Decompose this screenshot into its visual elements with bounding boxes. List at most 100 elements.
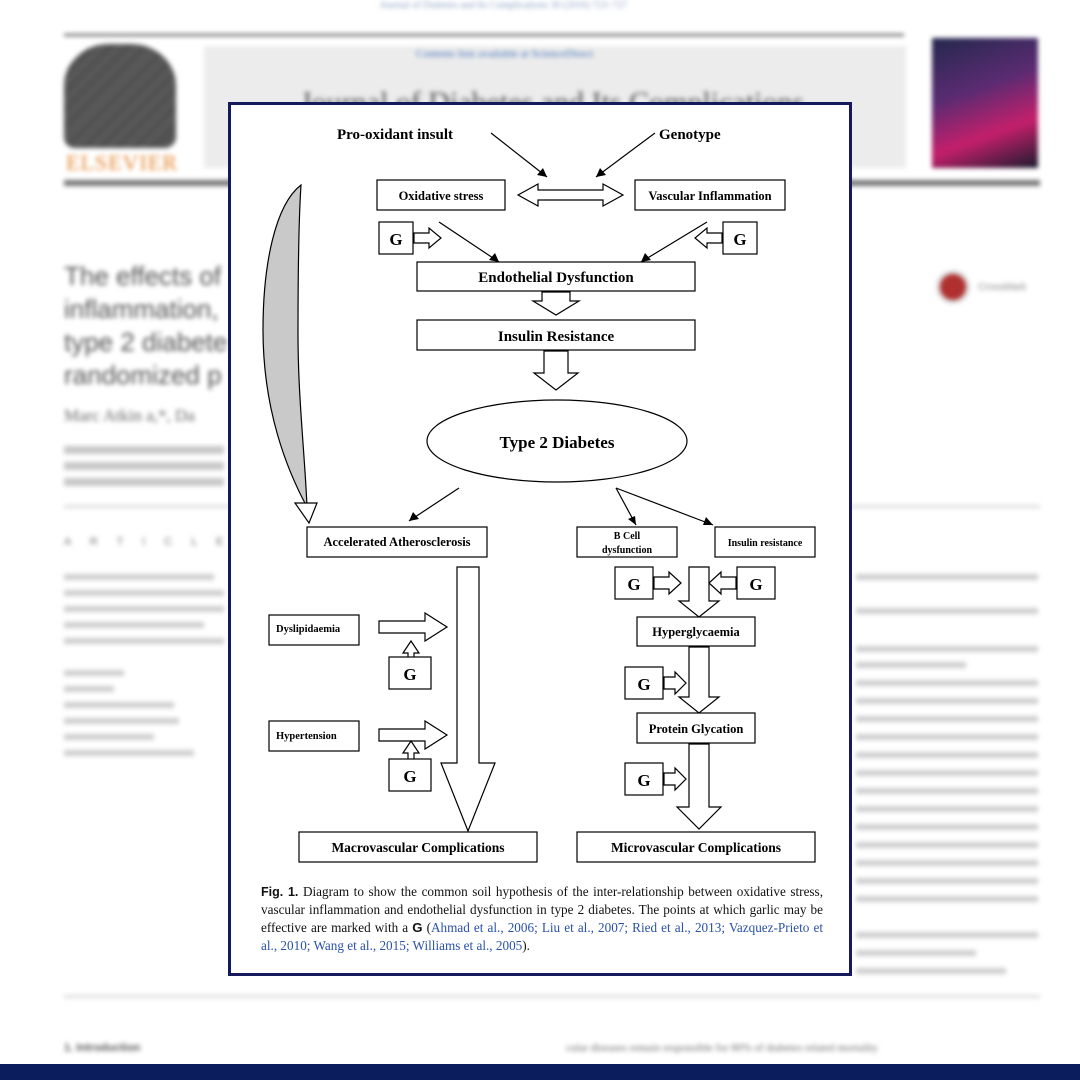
right-arrow [378, 611, 449, 643]
abstract-line [856, 752, 1038, 758]
article-history-line [64, 590, 224, 596]
keyword-line [64, 734, 154, 740]
abstract-line [856, 860, 1038, 866]
abstract-line [856, 878, 1038, 884]
header-rule [64, 34, 904, 36]
accelerated-atherosclerosis-box [306, 526, 488, 558]
right-arrow [378, 719, 449, 751]
down-arrow [530, 291, 582, 316]
small-up-arrow [401, 739, 421, 761]
small-up-arrow [401, 639, 421, 659]
feedback-curve-arrow [262, 183, 308, 508]
garlic-marker: G [403, 665, 416, 684]
figure-panel: Pro-oxidant insult Genotype Oxidative st… [228, 102, 852, 976]
insulin-resistance-small-box [714, 526, 816, 558]
caption-citations-link[interactable]: Ahmad et al., 2006; Liu et al., 2007; Ri… [261, 920, 823, 953]
type2-diabetes-ellipse [426, 399, 688, 483]
affiliation-line [64, 478, 224, 486]
affiliation-line [64, 446, 224, 454]
oxidative-stress-label: Oxidative stress [399, 189, 484, 203]
title-line: The effects of [64, 261, 222, 291]
insulin-resistance-box [416, 319, 696, 351]
garlic-marker-box [624, 762, 664, 796]
article-history-line [64, 622, 204, 628]
bidirectional-arrow [516, 182, 625, 208]
abstract-line [856, 824, 1038, 830]
microvascular-box [576, 831, 816, 863]
abstract-line [856, 770, 1038, 776]
abstract-line [856, 932, 1038, 938]
bottom-bar [0, 1064, 1080, 1080]
sciencedirect-link[interactable]: ScienceDirect [531, 48, 594, 60]
hyperglycaemia-box [636, 616, 756, 647]
b-cell-dysfunction-box [576, 526, 678, 558]
abstract-line [856, 896, 1038, 902]
figure-label: Fig. 1. [261, 885, 299, 899]
keyword-line [64, 718, 179, 724]
keywords-line [64, 670, 124, 676]
crossmark-icon[interactable] [936, 270, 970, 304]
garlic-arrow [694, 226, 723, 250]
garlic-arrow [413, 226, 442, 250]
arrowhead [641, 253, 651, 262]
protein-glycation-box [636, 712, 756, 744]
garlic-arrow [708, 570, 737, 596]
down-arrow [532, 350, 580, 391]
garlic-marker: G [637, 771, 650, 790]
oxidative-stress-box [376, 179, 506, 211]
garlic-arrow [653, 570, 682, 596]
dyslipidaemia-box [268, 614, 360, 646]
garlic-marker: G [403, 767, 416, 786]
vascular-inflammation-box [634, 179, 786, 211]
garlic-arrow [663, 670, 687, 696]
endothelial-dysfunction-box [416, 261, 696, 292]
type2-diabetes-label: Type 2 Diabetes [500, 433, 615, 452]
publisher-name: ELSEVIER [66, 150, 178, 175]
keyword-line [64, 750, 194, 756]
garlic-marker-box [388, 758, 432, 792]
abstract-line [856, 698, 1038, 704]
garlic-marker-box [378, 221, 414, 255]
garlic-marker: G [627, 575, 640, 594]
b-cell-label-line2: dysfunction [602, 545, 652, 556]
abstract-line [856, 646, 1038, 652]
endothelial-dysfunction-label: Endothelial Dysfunction [478, 270, 634, 286]
caption-text: ( [422, 920, 431, 935]
arrowhead [628, 516, 636, 525]
abstract-line [856, 662, 966, 668]
garlic-marker-box [736, 566, 776, 600]
abstract-line [856, 788, 1038, 794]
hypertension-label: Hypertension [276, 731, 337, 742]
figure-caption: Fig. 1. Diagram to show the common soil … [261, 883, 823, 955]
down-arrow [677, 566, 721, 618]
caption-text: Diagram to show the common soil hypothes… [261, 884, 823, 935]
garlic-marker-box [388, 656, 432, 690]
vascular-inflammation-label: Vascular Inflammation [648, 189, 771, 203]
garlic-arrow [663, 766, 687, 792]
introduction-text: cular diseases remain responsible for 80… [566, 1042, 878, 1054]
macrovascular-down-arrow [440, 566, 496, 833]
common-soil-diagram: Pro-oxidant insult Genotype Oxidative st… [262, 127, 816, 863]
abstract-line [856, 842, 1038, 848]
author-list: Marc Atkin a,*, Da [64, 406, 195, 425]
abstract-line [856, 716, 1038, 722]
abstract-line [856, 950, 976, 956]
abstract-line [856, 806, 1038, 812]
hypertension-box [268, 720, 360, 752]
protein-glycation-label: Protein Glycation [649, 722, 744, 736]
keyword-line [64, 702, 174, 708]
abstract-line [856, 680, 1038, 686]
connector-line [615, 487, 714, 526]
arrowhead [489, 253, 499, 262]
insulin-resistance-label: Insulin Resistance [498, 329, 615, 345]
garlic-marker-box [614, 566, 654, 600]
affiliation-line [64, 462, 224, 470]
crossmark-label: CrossMark [978, 282, 1027, 293]
connector-line [640, 221, 708, 263]
contents-prefix: Contents lists available at [416, 48, 532, 60]
garlic-marker: G [389, 230, 402, 249]
abstract-line [856, 734, 1038, 740]
b-cell-label-line1: B Cell [614, 531, 641, 542]
connector-line [408, 487, 460, 522]
down-arrow [675, 743, 723, 830]
